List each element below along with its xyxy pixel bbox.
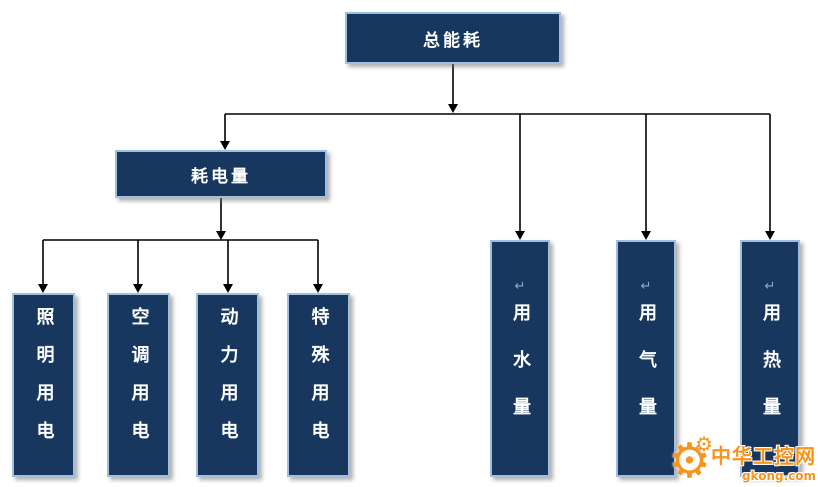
small-gear-icon: ⚙ [695,432,713,456]
node-water-usage: ↵ 用水量 [490,240,550,477]
node-electricity: 耗电量 [115,150,327,198]
node-label: 照明用电 [33,307,55,459]
node-label: 用热量 [760,303,781,444]
node-label: 用水量 [510,303,531,444]
node-special-electricity: 特殊用电 [287,293,350,477]
return-mark-icon: ↵ [764,279,776,294]
node-gas-usage: ↵ 用气量 [616,240,676,477]
node-aircon-electricity: 空调用电 [107,293,170,477]
gear-icon: ⚙ [668,433,712,487]
node-label: 动力用电 [217,307,239,459]
watermark-site-url: gkong.com [741,468,816,483]
node-lighting-electricity: 照明用电 [12,293,75,477]
return-mark-icon: ↵ [640,279,652,294]
node-label: 总能耗 [423,30,483,51]
node-label: 空调用电 [128,307,150,459]
node-label: 耗电量 [191,166,251,187]
return-mark-icon: ↵ [514,279,526,294]
node-label: 特殊用电 [308,307,330,459]
node-heat-usage: ↵ 用热量 [740,240,800,477]
watermark-text: 中华工控网 gkong.com [711,440,816,483]
node-label: 用气量 [636,303,657,444]
watermark-logo: ⚙ ⚙ 中华工控网 gkong.com [668,432,816,487]
node-power-electricity: 动力用电 [196,293,259,477]
watermark-site-name: 中华工控网 [711,443,816,468]
node-total-energy: 总能耗 [345,12,561,64]
